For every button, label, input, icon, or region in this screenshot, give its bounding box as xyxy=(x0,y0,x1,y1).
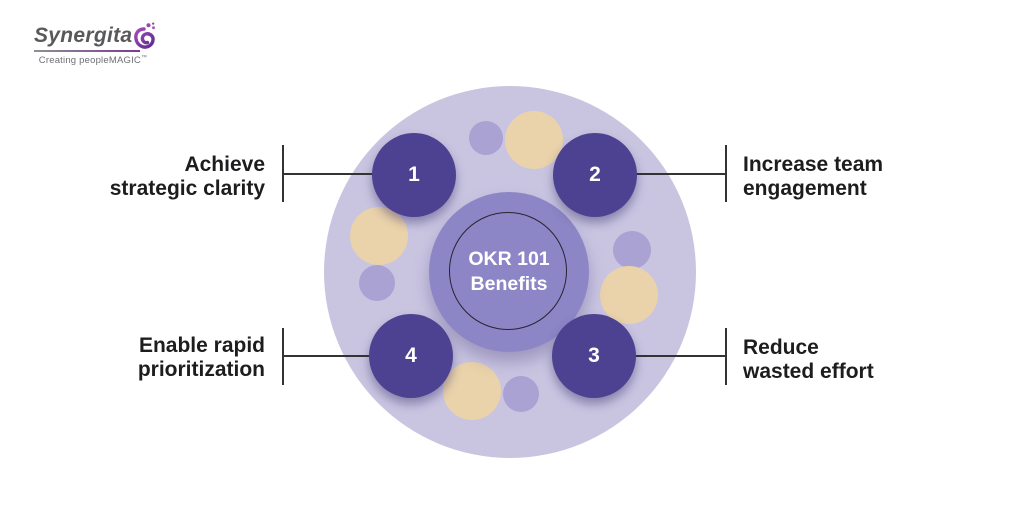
synergita-swirl-icon xyxy=(134,22,156,49)
numbered-circle-3: 3 xyxy=(552,314,636,398)
benefit-label-2-line1: Increase team xyxy=(743,153,884,176)
decor-dot-tan-left xyxy=(350,207,408,265)
benefit-label-4: Enable rapid prioritization xyxy=(138,334,265,381)
numbered-circle-2: 2 xyxy=(553,133,637,217)
brand-row: Synergita xyxy=(34,22,166,49)
benefit-label-4-line2: prioritization xyxy=(137,357,265,381)
numbered-circle-4: 4 xyxy=(369,314,453,398)
circle-number-3: 3 xyxy=(588,344,600,367)
connector-line-top-left-h xyxy=(283,173,373,175)
center-circle: OKR 101 Benefits xyxy=(429,192,589,352)
center-title: OKR 101 Benefits xyxy=(429,192,589,352)
benefit-label-3-line2: wasted effort xyxy=(743,359,874,383)
benefit-label-2: Increase team engagement xyxy=(743,153,883,200)
circle-number-4: 4 xyxy=(405,344,417,367)
center-title-line2: Benefits xyxy=(470,273,548,295)
connector-line-top-left-v xyxy=(282,145,284,202)
center-title-line1: OKR 101 xyxy=(468,248,550,270)
circle-number-1: 1 xyxy=(408,163,420,186)
decor-dot-tan-right xyxy=(600,266,658,324)
logo-divider xyxy=(34,50,140,52)
benefit-label-1-line2: strategic clarity xyxy=(109,176,265,200)
decor-dot-lavender-top xyxy=(469,121,503,155)
decor-dot-lavender-bottom xyxy=(503,376,539,412)
connector-line-bottom-left-h xyxy=(283,355,372,357)
numbered-circle-1: 1 xyxy=(372,133,456,217)
benefit-label-1: Achieve strategic clarity xyxy=(110,153,265,200)
center-ring xyxy=(449,212,567,330)
decor-dot-tan-bottom xyxy=(443,362,501,420)
connector-line-top-right-h xyxy=(636,173,726,175)
decor-dot-lavender-right xyxy=(613,231,651,269)
decor-dot-lavender-left xyxy=(359,265,395,301)
connector-line-bottom-left-v xyxy=(282,328,284,385)
brand-name: Synergita xyxy=(34,24,133,47)
decor-dot-tan-top xyxy=(505,111,563,169)
logo-tagline: Creating peopleMAGIC™ xyxy=(34,55,152,66)
benefit-label-3: Reduce wasted effort xyxy=(743,336,874,383)
trademark-symbol: ™ xyxy=(141,55,148,61)
connector-line-top-right-v xyxy=(725,145,727,202)
benefit-label-1-line1: Achieve xyxy=(184,153,265,176)
benefit-label-4-line1: Enable rapid xyxy=(138,334,265,357)
benefit-label-2-line2: engagement xyxy=(743,176,867,200)
benefit-label-3-line1: Reduce xyxy=(743,336,819,359)
synergita-logo: Synergita Creating peopleMAGIC™ xyxy=(34,22,166,66)
connector-line-bottom-right-v xyxy=(725,328,727,385)
circle-number-2: 2 xyxy=(589,163,601,186)
tagline-text: Creating peopleMAGIC xyxy=(38,55,141,67)
connector-line-bottom-right-h xyxy=(635,355,726,357)
